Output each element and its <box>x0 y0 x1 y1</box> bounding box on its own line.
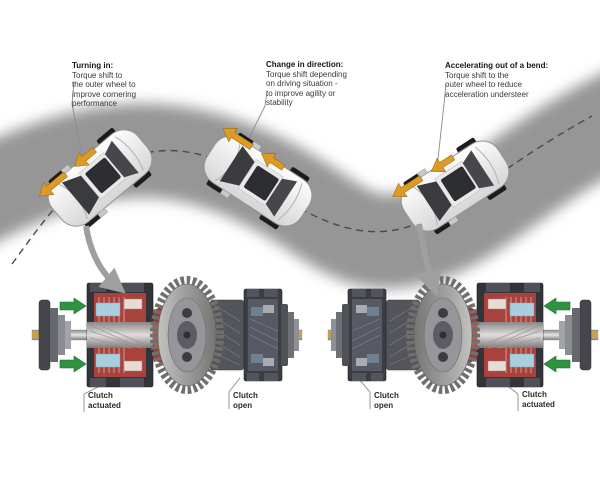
annotation-change-direction: Change in direction: Torque shift depend… <box>266 60 380 108</box>
connector-arrow-left-icon <box>83 225 126 294</box>
annotation-heading: Turning in: <box>72 61 114 70</box>
leader-change-direction <box>241 91 268 153</box>
differential-right-diagram <box>328 280 598 390</box>
leader-clutch-open-right <box>357 377 371 409</box>
annotation-heading: Accelerating out of a bend: <box>445 61 549 70</box>
label-left-diff-clutch-open: Clutch open <box>233 391 258 410</box>
differential-left-diagram <box>32 280 302 390</box>
annotation-accelerating: Accelerating out of a bend: Torque shift… <box>445 61 577 99</box>
label-right-diff-clutch-actuated: Clutch actuated <box>522 390 555 409</box>
leader-clutch-open-left <box>228 377 241 409</box>
annotation-body: Torque shift to the outer wheel to impro… <box>72 70 137 109</box>
label-left-diff-clutch-actuated: Clutch actuated <box>88 391 121 410</box>
annotation-turning-in: Turning in: Torque shift to the outer wh… <box>72 61 176 109</box>
annotation-body: Torque shift to the outer wheel to reduc… <box>445 70 529 99</box>
annotation-body: Torque shift depending on driving situat… <box>266 69 347 108</box>
annotation-heading: Change in direction: <box>266 60 344 69</box>
label-right-diff-clutch-open: Clutch open <box>374 391 399 410</box>
leader-accelerating <box>436 83 447 169</box>
leader-clutch-actuated-right <box>504 383 519 411</box>
connector-arrow-right-icon <box>416 223 442 297</box>
